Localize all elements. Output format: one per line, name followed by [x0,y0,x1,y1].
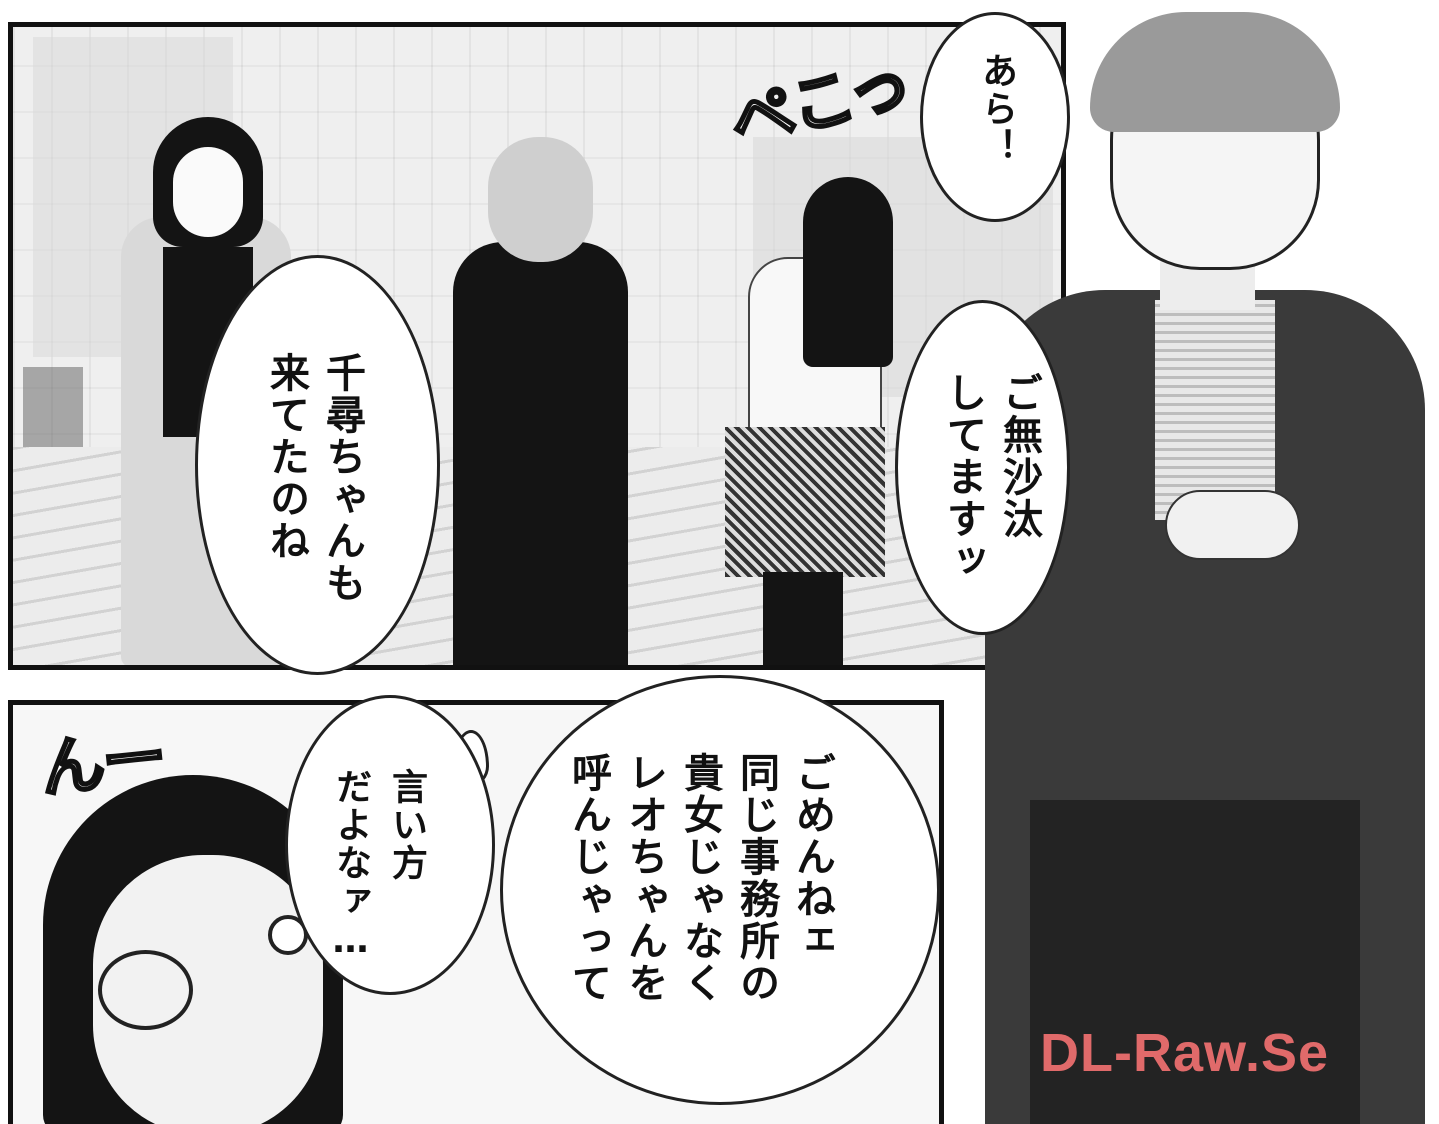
man-suit-figure [453,242,628,665]
speech-bubble-ara [920,12,1070,222]
speech-text-gomenne: ごめんねェ 同じ事務所の 貴女じゃなく レオちゃんを 呼んじゃって [565,752,835,1004]
woman-suit-blouse [1155,300,1275,520]
speech-bubble-gobusata [895,300,1070,635]
speech-bubble-gomenne [500,675,940,1105]
speech-bubble-chihiro [195,255,440,675]
sfx-hmm: んー [36,719,170,809]
watermark: DL-Raw.Se [1040,1023,1330,1083]
woman-suit-trousers [1030,800,1360,1124]
man-head [488,137,593,262]
woman-bowing-hair [803,177,893,367]
woman-bowing-legs [763,572,843,665]
speech-text-chihiro: 千尋ちゃんも 来てたのね [263,352,365,604]
speech-text-iikata: 言い方 だよなァ… [330,768,427,963]
speech-text-gobusata: ご無沙汰 してますッ [940,372,1042,582]
speech-text-ara: あら！ [976,52,1017,166]
round-glasses [98,950,193,1030]
woman-glasses-face [173,147,243,237]
woman-suit-hair [1090,12,1340,132]
woman-suit-hand [1165,490,1300,560]
speech-bubble-iikata [285,695,495,995]
woman-bowing-skirt [725,427,885,577]
